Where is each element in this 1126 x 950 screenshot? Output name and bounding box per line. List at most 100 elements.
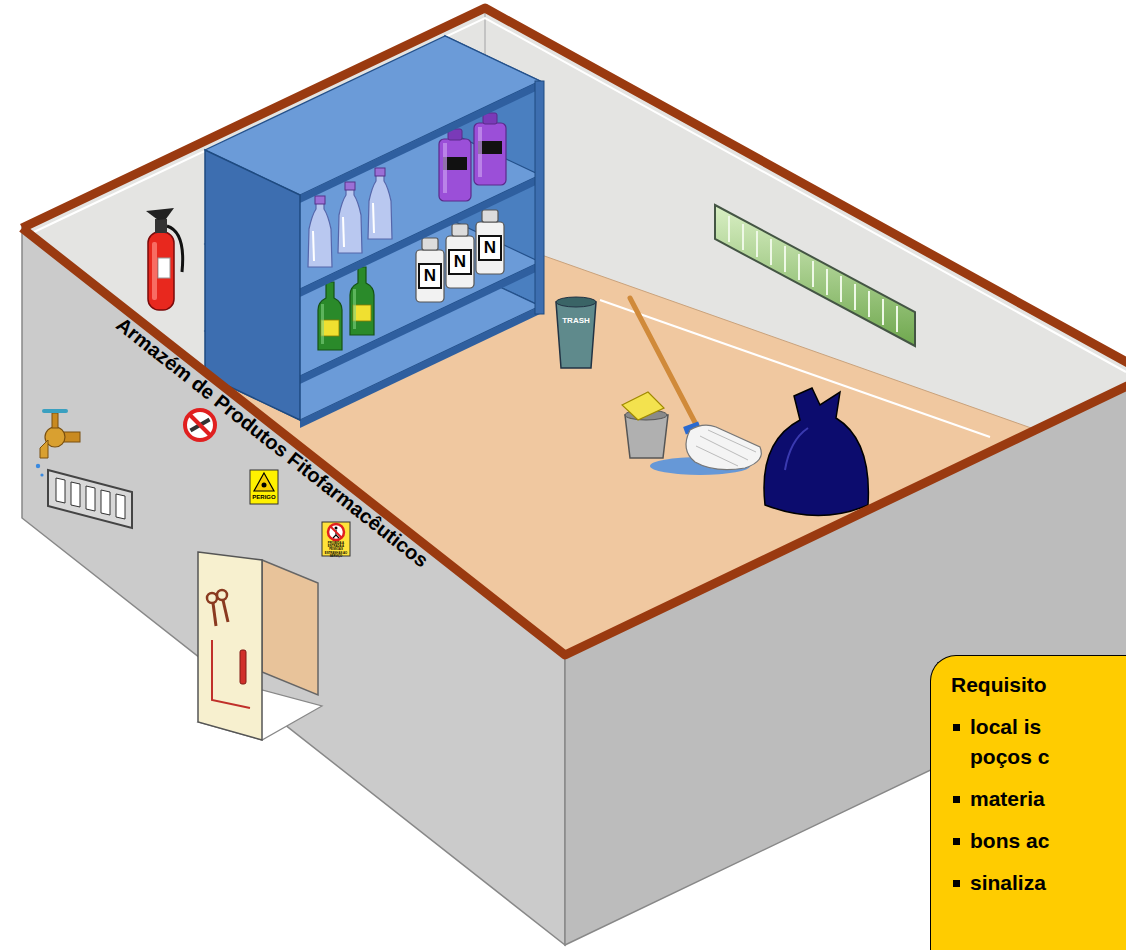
bullet-text: local is poços c — [970, 712, 1070, 772]
bottle-mark: N — [479, 236, 501, 260]
window-part — [784, 246, 786, 272]
fire-extinguisher-part — [146, 208, 174, 220]
no-entry-sign-part — [335, 527, 338, 530]
door-part — [198, 552, 262, 740]
door-part — [207, 593, 217, 603]
bullet-square — [953, 838, 960, 845]
no-entry-sign-part — [328, 524, 344, 540]
cleaning-tools-part — [686, 425, 761, 469]
danger-sign-part — [250, 470, 278, 504]
shelf-front-part — [300, 81, 540, 203]
window-part — [896, 306, 898, 332]
water-tap — [36, 411, 80, 477]
bottles-lower-part — [416, 238, 444, 302]
cleaning-tools-part — [696, 430, 756, 466]
bin-text: TRASH — [558, 316, 594, 325]
fire-extinguisher-part — [158, 258, 170, 278]
no-smoking-sign-part — [190, 415, 210, 435]
bottles-lower-part — [476, 210, 504, 274]
fire-extinguisher-part — [148, 232, 174, 310]
cleaning-tools — [622, 298, 761, 475]
cleaning-tools-part — [622, 392, 664, 420]
window-part — [854, 284, 856, 310]
water-tap-part — [44, 409, 66, 413]
window-part — [840, 276, 842, 302]
trash-bin — [556, 297, 596, 368]
cleaning-tools-part — [625, 415, 668, 458]
bullet-row: bons ac — [951, 826, 1126, 856]
bullet-row: sinaliza — [951, 868, 1126, 898]
air-vent — [48, 470, 132, 528]
no-entry-sign-part — [330, 526, 342, 538]
window-part — [798, 254, 800, 280]
door-part — [240, 650, 246, 684]
bottles-lower-part — [350, 267, 374, 335]
bottles-upper-part — [439, 129, 471, 201]
wall-rim — [22, 8, 1126, 655]
bullet-square — [953, 796, 960, 803]
air-vent-part — [101, 490, 110, 515]
trash-bin-part — [556, 297, 596, 307]
no-smoking-sign — [185, 410, 215, 440]
bullet-square — [953, 880, 960, 887]
bottles-lower-part — [446, 224, 474, 288]
door-part — [262, 560, 318, 695]
back-walls-part — [34, 18, 1126, 372]
water-tap-part — [36, 464, 40, 468]
garbage-bag-part — [785, 428, 808, 470]
water-tap-part — [52, 413, 58, 428]
window-part — [742, 224, 744, 250]
fire-extinguisher — [146, 208, 183, 310]
window-part — [812, 261, 814, 287]
bottle-mark: N — [449, 250, 471, 274]
bottles-upper-part — [338, 182, 362, 253]
bottles-lower-part — [318, 282, 342, 350]
danger-sign-part — [254, 473, 274, 491]
bottles-upper-part — [308, 196, 332, 267]
door-part — [213, 603, 216, 626]
window-part — [728, 216, 730, 242]
air-vent-part — [71, 482, 80, 507]
door — [198, 552, 322, 740]
floor-part — [600, 300, 990, 437]
bullet-text: bons ac — [970, 826, 1049, 856]
air-vent-part — [116, 494, 125, 519]
requirements-box: Requisito local is poços c materia bons ac s… — [930, 655, 1126, 950]
garbage-bag — [764, 388, 868, 516]
door-part — [212, 640, 250, 708]
box-heading: Requisito — [951, 670, 1126, 700]
door-part — [217, 590, 227, 600]
window-part — [868, 291, 870, 317]
door-part — [223, 600, 228, 622]
shelf-front — [205, 36, 544, 420]
bullet-square — [953, 724, 960, 731]
shelf-front-part — [535, 81, 544, 314]
window-part — [882, 299, 884, 325]
trash-bin-part — [556, 302, 596, 368]
bottles-upper-part — [474, 113, 506, 185]
cleaning-tools-part — [630, 298, 700, 432]
garbage-bag-part — [764, 388, 868, 516]
wall-rim-part — [22, 8, 1126, 375]
bottle-mark: N — [419, 264, 441, 288]
air-vent-part — [48, 470, 132, 528]
sign-text: PROIBIDA A ENTRADA A PESSOAS ESTRANHAS A… — [323, 542, 349, 558]
shelf-board-part — [300, 175, 540, 297]
window-part — [770, 239, 772, 265]
window-part — [826, 269, 828, 295]
danger-sign — [250, 470, 278, 504]
bullet-row: materia — [951, 784, 1126, 814]
bottles-upper-part — [368, 168, 392, 239]
wall-rim-part — [22, 228, 1126, 655]
air-vent-part — [56, 478, 65, 503]
air-vent-part — [86, 486, 95, 511]
wall-title: Armazém de Produtos Fitofarmacêuticos — [112, 313, 432, 572]
fire-extinguisher-part — [155, 219, 167, 233]
sign-text: PERIGO — [250, 494, 278, 501]
bullet-text: sinaliza — [970, 868, 1046, 898]
window-part — [756, 231, 758, 257]
fire-extinguisher-part — [152, 242, 157, 300]
danger-sign-part — [262, 483, 267, 488]
water-tap-part — [40, 440, 48, 458]
no-smoking-sign-part — [185, 410, 215, 440]
